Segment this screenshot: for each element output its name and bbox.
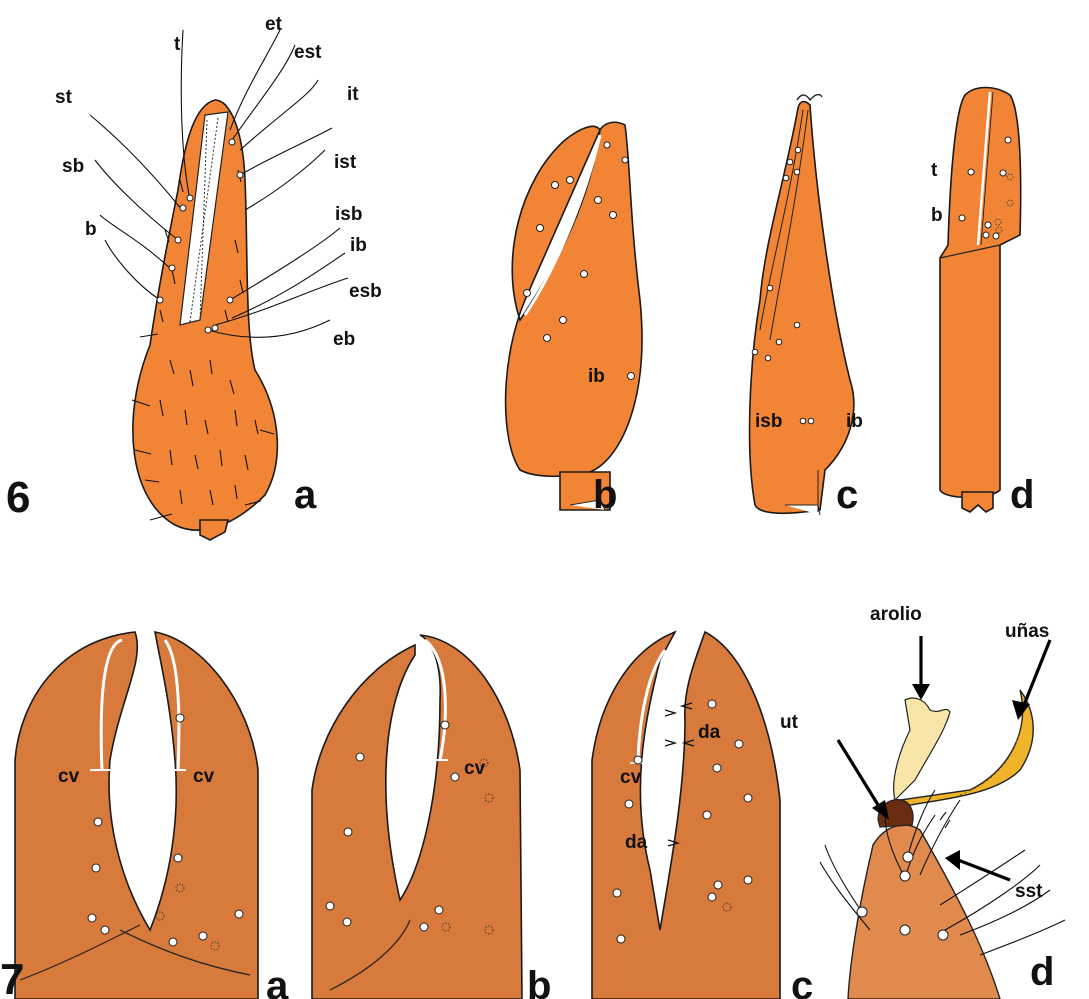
fig7c-chela-fingers [592,632,780,999]
fig6c-chela [750,95,854,515]
fig7b-chela-fingers [312,635,522,999]
fig7d-label-sst: sst [1015,881,1043,902]
label-esb: esb [349,281,382,302]
fig7d-label-ut: ut [780,712,799,733]
fig7a-label-cv-right: cv [193,766,215,787]
fig6-panel-a-letter: a [294,473,317,517]
fig7-panel-c-letter: c [791,964,813,999]
fig6b-label-ib: ib [588,366,605,387]
fig6a-chela [90,30,348,540]
arrow-unas [1022,640,1050,710]
fig7d-tarsus [820,690,1065,999]
fig7d-label-unas: uñas [1005,621,1049,642]
fig7c-label-cv: cv [620,767,642,788]
fig6-panel-b-letter: b [593,473,617,517]
fig7-panel-b-letter: b [527,964,551,999]
figure-7-number: 7 [0,955,24,999]
fig6d-label-b: b [931,205,943,226]
label-it: it [347,84,359,105]
fig6d-label-t: t [931,160,938,181]
fig7-panel-a-letter: a [266,964,289,999]
label-b: b [85,219,97,240]
label-t: t [174,34,181,55]
label-st: st [55,87,73,108]
fig7a-chela-fingers [15,632,258,999]
label-ib: ib [350,235,367,256]
arrow-ut [838,740,880,808]
label-est: est [294,42,322,63]
label-isb: isb [335,204,362,225]
fig7d-label-arolio: arolio [870,604,922,625]
fig6c-label-isb: isb [755,411,782,432]
label-ist: ist [334,152,357,173]
fig6b-chela [506,122,642,510]
label-sb: sb [62,156,84,177]
fig6d-chela [940,88,1021,513]
fig7c-label-da-1: da [698,722,721,743]
fig7c-label-da-2: da [625,832,648,853]
fig6-panel-c-letter: c [836,473,858,517]
label-eb: eb [333,329,355,350]
fig6-panel-d-letter: d [1010,473,1034,517]
fig7a-label-cv-left: cv [58,766,80,787]
fig7b-label-cv: cv [464,758,486,779]
fig6c-label-ib: ib [846,411,863,432]
fig7-panel-d-letter: d [1030,950,1054,994]
figure-6-number: 6 [6,473,30,522]
label-et: et [265,14,283,35]
